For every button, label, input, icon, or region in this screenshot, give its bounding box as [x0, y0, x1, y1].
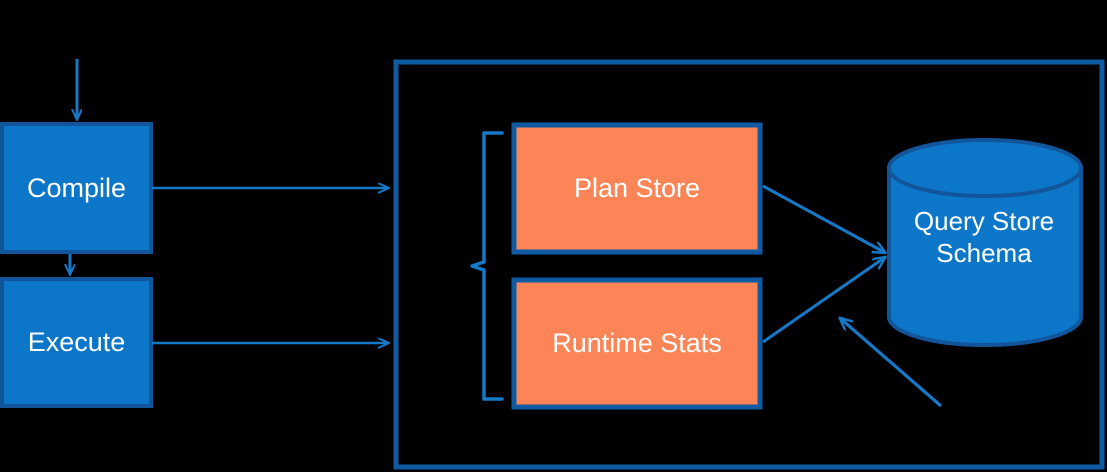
query-store-schema-cylinder[interactable]: [887, 138, 1083, 347]
runtime-stats-box[interactable]: [511, 277, 763, 410]
execute-box[interactable]: [0, 277, 153, 408]
query-store-boundary: [393, 59, 1105, 470]
compile-box[interactable]: [0, 122, 153, 254]
store-group-bracket: [470, 131, 504, 401]
plan-store-to-schema-arrow: [762, 184, 884, 252]
external-to-schema-arrow: [841, 319, 943, 408]
plan-store-box[interactable]: [511, 122, 763, 255]
runtime-stats-to-schema-arrow: [762, 258, 884, 344]
